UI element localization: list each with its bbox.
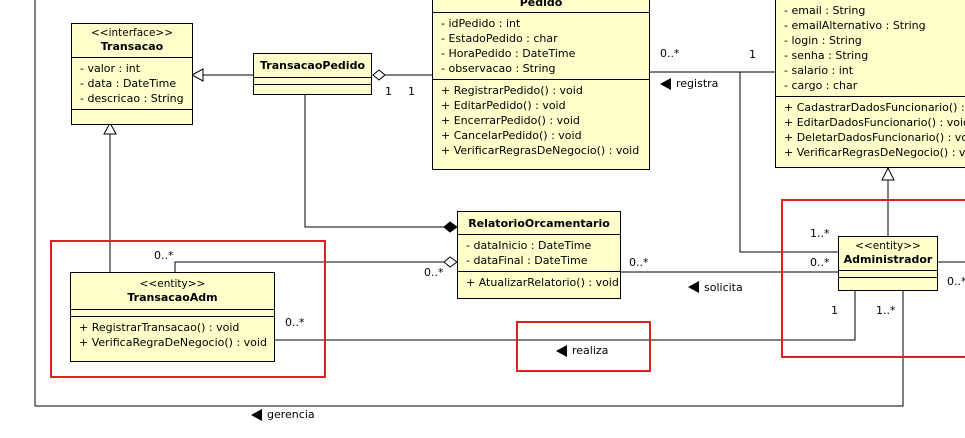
class-pedido[interactable]: Pedido - idPedido : int - EstadoPedido :… [432, 0, 650, 170]
attribute: - dataFinal : DateTime [466, 254, 588, 267]
class-transacaopedido[interactable]: TransacaoPedido [253, 53, 372, 95]
attribute: - cargo : char [784, 79, 858, 92]
class-name: TransacaoAdm [127, 291, 218, 304]
attribute: - email : String [784, 4, 866, 17]
association-label-registra: registra [676, 77, 719, 90]
association-label-solicita: solicita [704, 281, 743, 294]
attribute-section: - email : String - emailAlternativo : St… [776, 0, 965, 96]
operation: + VerificarRegrasDeNegocio() : vo [784, 146, 965, 159]
operation: + RegistrarPedido() : void [441, 84, 583, 97]
class-stereotype: <<interface>> [90, 27, 174, 39]
aggregation-diamond-transacaopedido [372, 69, 386, 81]
operation: + EncerrarPedido() : void [441, 114, 580, 127]
multiplicity-label: 1 [408, 85, 415, 98]
operation-section: + CadastrarDadosFuncionario() : + Editar… [776, 96, 965, 163]
class-transacaoadm[interactable]: <<entity>> TransacaoAdm + RegistrarTrans… [70, 272, 275, 362]
operation: + EditarDadosFuncionario() : void [784, 116, 965, 129]
operation-section [839, 277, 937, 285]
operation-section: + AtualizarRelatorio() : void [458, 271, 620, 293]
class-transacao[interactable]: <<interface>> Transacao - valor : int - … [71, 23, 193, 125]
highlight-box-transacaoadm [50, 240, 326, 378]
multiplicity-label: 0..* [810, 256, 830, 269]
attribute: - data : DateTime [80, 77, 177, 90]
multiplicity-label: 1 [749, 48, 756, 61]
generalization-arrow-funcionario [881, 166, 895, 181]
operation-section [72, 109, 192, 122]
realiza-direction-icon [556, 345, 567, 357]
multiplicity-label: 1 [385, 85, 392, 98]
operation-section: + RegistrarPedido() : void + EditarPedid… [433, 79, 649, 161]
class-name: Pedido [519, 0, 563, 9]
operation-section: + RegistrarTransacao() : void + Verifica… [71, 316, 274, 353]
multiplicity-label: 0..* [424, 266, 444, 279]
operation: + RegistrarTransacao() : void [79, 321, 240, 334]
operation-section [254, 84, 371, 93]
attribute: - senha : String [784, 49, 869, 62]
attribute-section: - valor : int - data : DateTime - descri… [72, 57, 192, 109]
solicita-direction-icon [688, 281, 699, 293]
multiplicity-label: 0..* [154, 249, 174, 262]
operation: + CadastrarDadosFuncionario() : [784, 101, 965, 114]
gerencia-direction-icon [251, 409, 262, 421]
association-label-gerencia: gerencia [267, 408, 315, 421]
multiplicity-label: 1..* [876, 304, 896, 317]
attribute-section [839, 270, 937, 277]
class-relatorioorcamentario[interactable]: RelatorioOrcamentario - dataInicio : Dat… [457, 211, 621, 299]
operation: + CancelarPedido() : void [441, 129, 582, 142]
attribute-section: - idPedido : int - EstadoPedido : char -… [433, 12, 649, 79]
multiplicity-label: 0..* [285, 316, 305, 329]
class-administrador[interactable]: <<entity>> Administrador [838, 236, 938, 291]
multiplicity-label: 0..* [947, 275, 965, 288]
generalization-arrow-transacao-bottom [103, 121, 117, 135]
multiplicity-label: 0..* [629, 256, 649, 269]
class-stereotype: <<entity>> [139, 278, 206, 290]
class-name: Administrador [843, 253, 933, 266]
multiplicity-label: 1 [831, 304, 838, 317]
class-funcionario[interactable]: - email : String - emailAlternativo : St… [775, 0, 965, 168]
registra-direction-icon [660, 78, 671, 90]
composition-diamond-relatorio [443, 221, 458, 233]
class-stereotype: <<entity>> [855, 240, 921, 252]
class-name: RelatorioOrcamentario [468, 217, 610, 230]
attribute: - dataInicio : DateTime [466, 239, 592, 252]
multiplicity-label: 1..* [810, 227, 830, 240]
class-name: TransacaoPedido [259, 59, 366, 72]
multiplicity-label: 0..* [660, 47, 680, 60]
operation: + VerificaRegraDeNegocio() : void [79, 336, 267, 349]
operation: + VerificarRegrasDeNegocio() : void [441, 144, 640, 157]
operation: + AtualizarRelatorio() : void [466, 276, 619, 289]
attribute: - HoraPedido : DateTime [441, 47, 576, 60]
attribute: - login : String [784, 34, 862, 47]
generalization-arrow-transacao-right [190, 68, 204, 82]
attribute: - salario : int [784, 64, 854, 77]
attribute: - descricao : String [80, 92, 184, 105]
operation: + EditarPedido() : void [441, 99, 566, 112]
class-name: Transacao [100, 40, 164, 53]
attribute: - idPedido : int [441, 17, 521, 30]
attribute: - EstadoPedido : char [441, 32, 558, 45]
attribute: - observacao : String [441, 62, 556, 75]
operation: + DeletarDadosFuncionario() : void [784, 131, 965, 144]
attribute-section [254, 77, 371, 84]
attribute-section [71, 309, 274, 316]
attribute: - valor : int [80, 62, 141, 75]
highlight-box-realiza [516, 321, 651, 372]
attribute: - emailAlternativo : String [784, 19, 926, 32]
association-label-realiza: realiza [572, 344, 609, 357]
highlight-box-administrador [781, 199, 965, 358]
attribute-section: - dataInicio : DateTime - dataFinal : Da… [458, 234, 620, 271]
aggregation-diamond-relatorio [443, 256, 458, 268]
